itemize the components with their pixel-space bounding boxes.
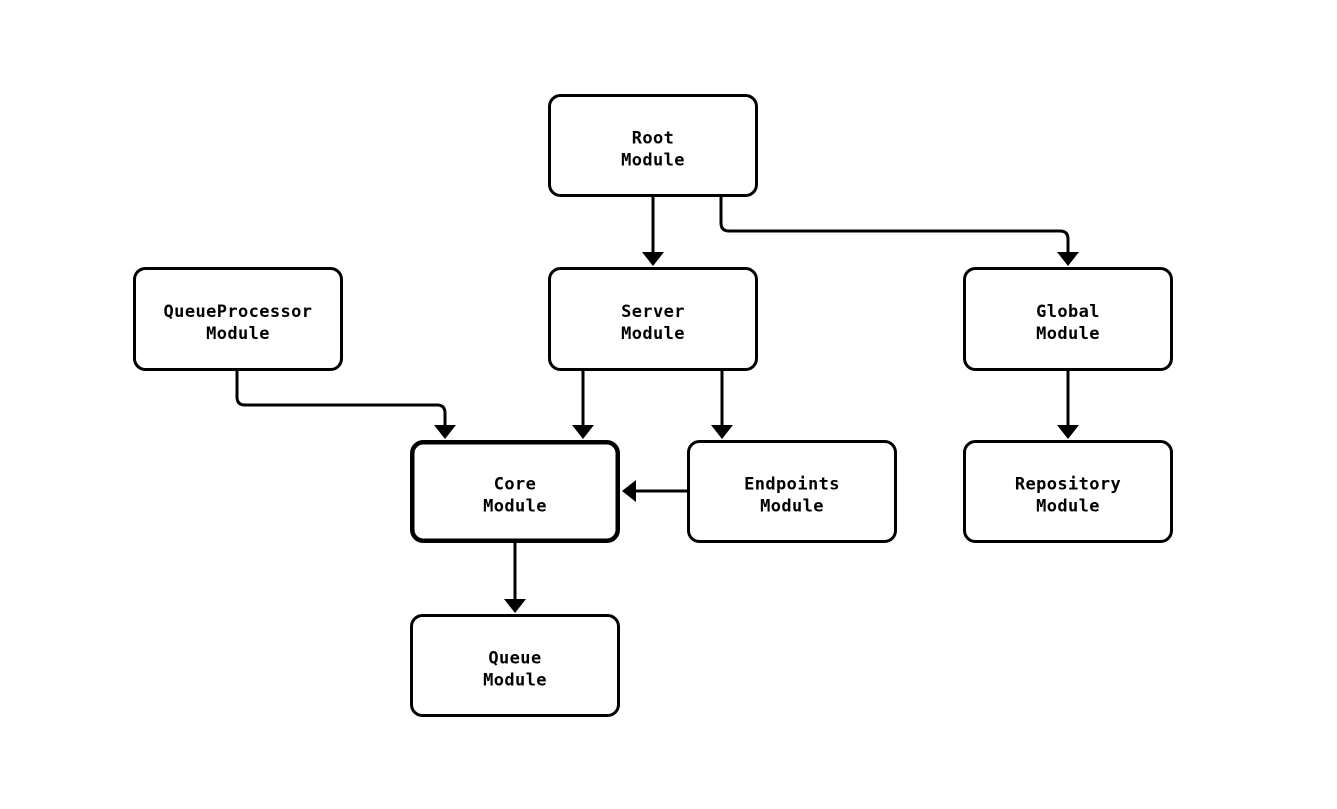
queueprocessor-module-node-label-line2: Module [206, 324, 270, 344]
queue-module-node-box[interactable] [410, 614, 620, 717]
global-module-node-label-line2: Module [1036, 324, 1100, 344]
repository-module-node-label-line1: Repository [1015, 475, 1121, 495]
edge-root-to-global-arrowhead [1057, 252, 1079, 266]
edge-endpoints-to-core [622, 480, 687, 502]
endpoints-module-node-label-line1: Endpoints [744, 475, 840, 495]
root-module-node-box[interactable] [548, 94, 758, 197]
repository-module-node-label-line2: Module [1036, 497, 1100, 517]
edge-root-to-global-line [719, 197, 1070, 256]
nodes-layer: RootModuleQueueProcessorModuleServerModu… [133, 94, 1173, 717]
edge-root-to-server [642, 197, 664, 266]
root-module-node-label-line2: Module [621, 151, 685, 171]
edge-server-to-core-arrowhead [572, 425, 594, 439]
core-module-node-box[interactable] [410, 440, 620, 543]
queueprocessor-module-node-box[interactable] [133, 267, 343, 371]
queueprocessor-module-node-label-line1: QueueProcessor [164, 302, 313, 322]
edge-queueprocessor-to-core-line [235, 371, 447, 429]
endpoints-module-node-label-line2: Module [760, 497, 824, 517]
endpoints-module-node-box[interactable] [687, 440, 897, 543]
edge-server-to-endpoints-arrowhead [711, 425, 733, 439]
edges-layer [235, 197, 1079, 613]
server-module-node-label-line2: Module [621, 324, 685, 344]
edge-core-to-queue [504, 543, 526, 613]
queue-module-node-label-line2: Module [483, 671, 547, 691]
global-module-node-label-line1: Global [1036, 302, 1100, 322]
repository-module-node-box[interactable] [963, 440, 1173, 543]
global-module-node-box[interactable] [963, 267, 1173, 371]
edge-queueprocessor-to-core-arrowhead [434, 425, 456, 439]
server-module-node-label-line1: Server [621, 302, 685, 322]
server-module-node-box[interactable] [548, 267, 758, 371]
edge-server-to-endpoints [711, 371, 733, 439]
core-module-node-label-line1: Core [494, 475, 537, 495]
edge-root-to-global [719, 197, 1079, 266]
edge-queueprocessor-to-core [235, 371, 456, 439]
edge-global-to-repository [1057, 371, 1079, 439]
edge-endpoints-to-core-arrowhead [622, 480, 636, 502]
edge-server-to-core [572, 371, 594, 439]
edge-root-to-server-arrowhead [642, 252, 664, 266]
edge-global-to-repository-arrowhead [1057, 425, 1079, 439]
core-module-node-label-line2: Module [483, 497, 547, 517]
root-module-node-label-line1: Root [632, 129, 675, 149]
edge-core-to-queue-arrowhead [504, 599, 526, 613]
queue-module-node-label-line1: Queue [488, 649, 541, 669]
